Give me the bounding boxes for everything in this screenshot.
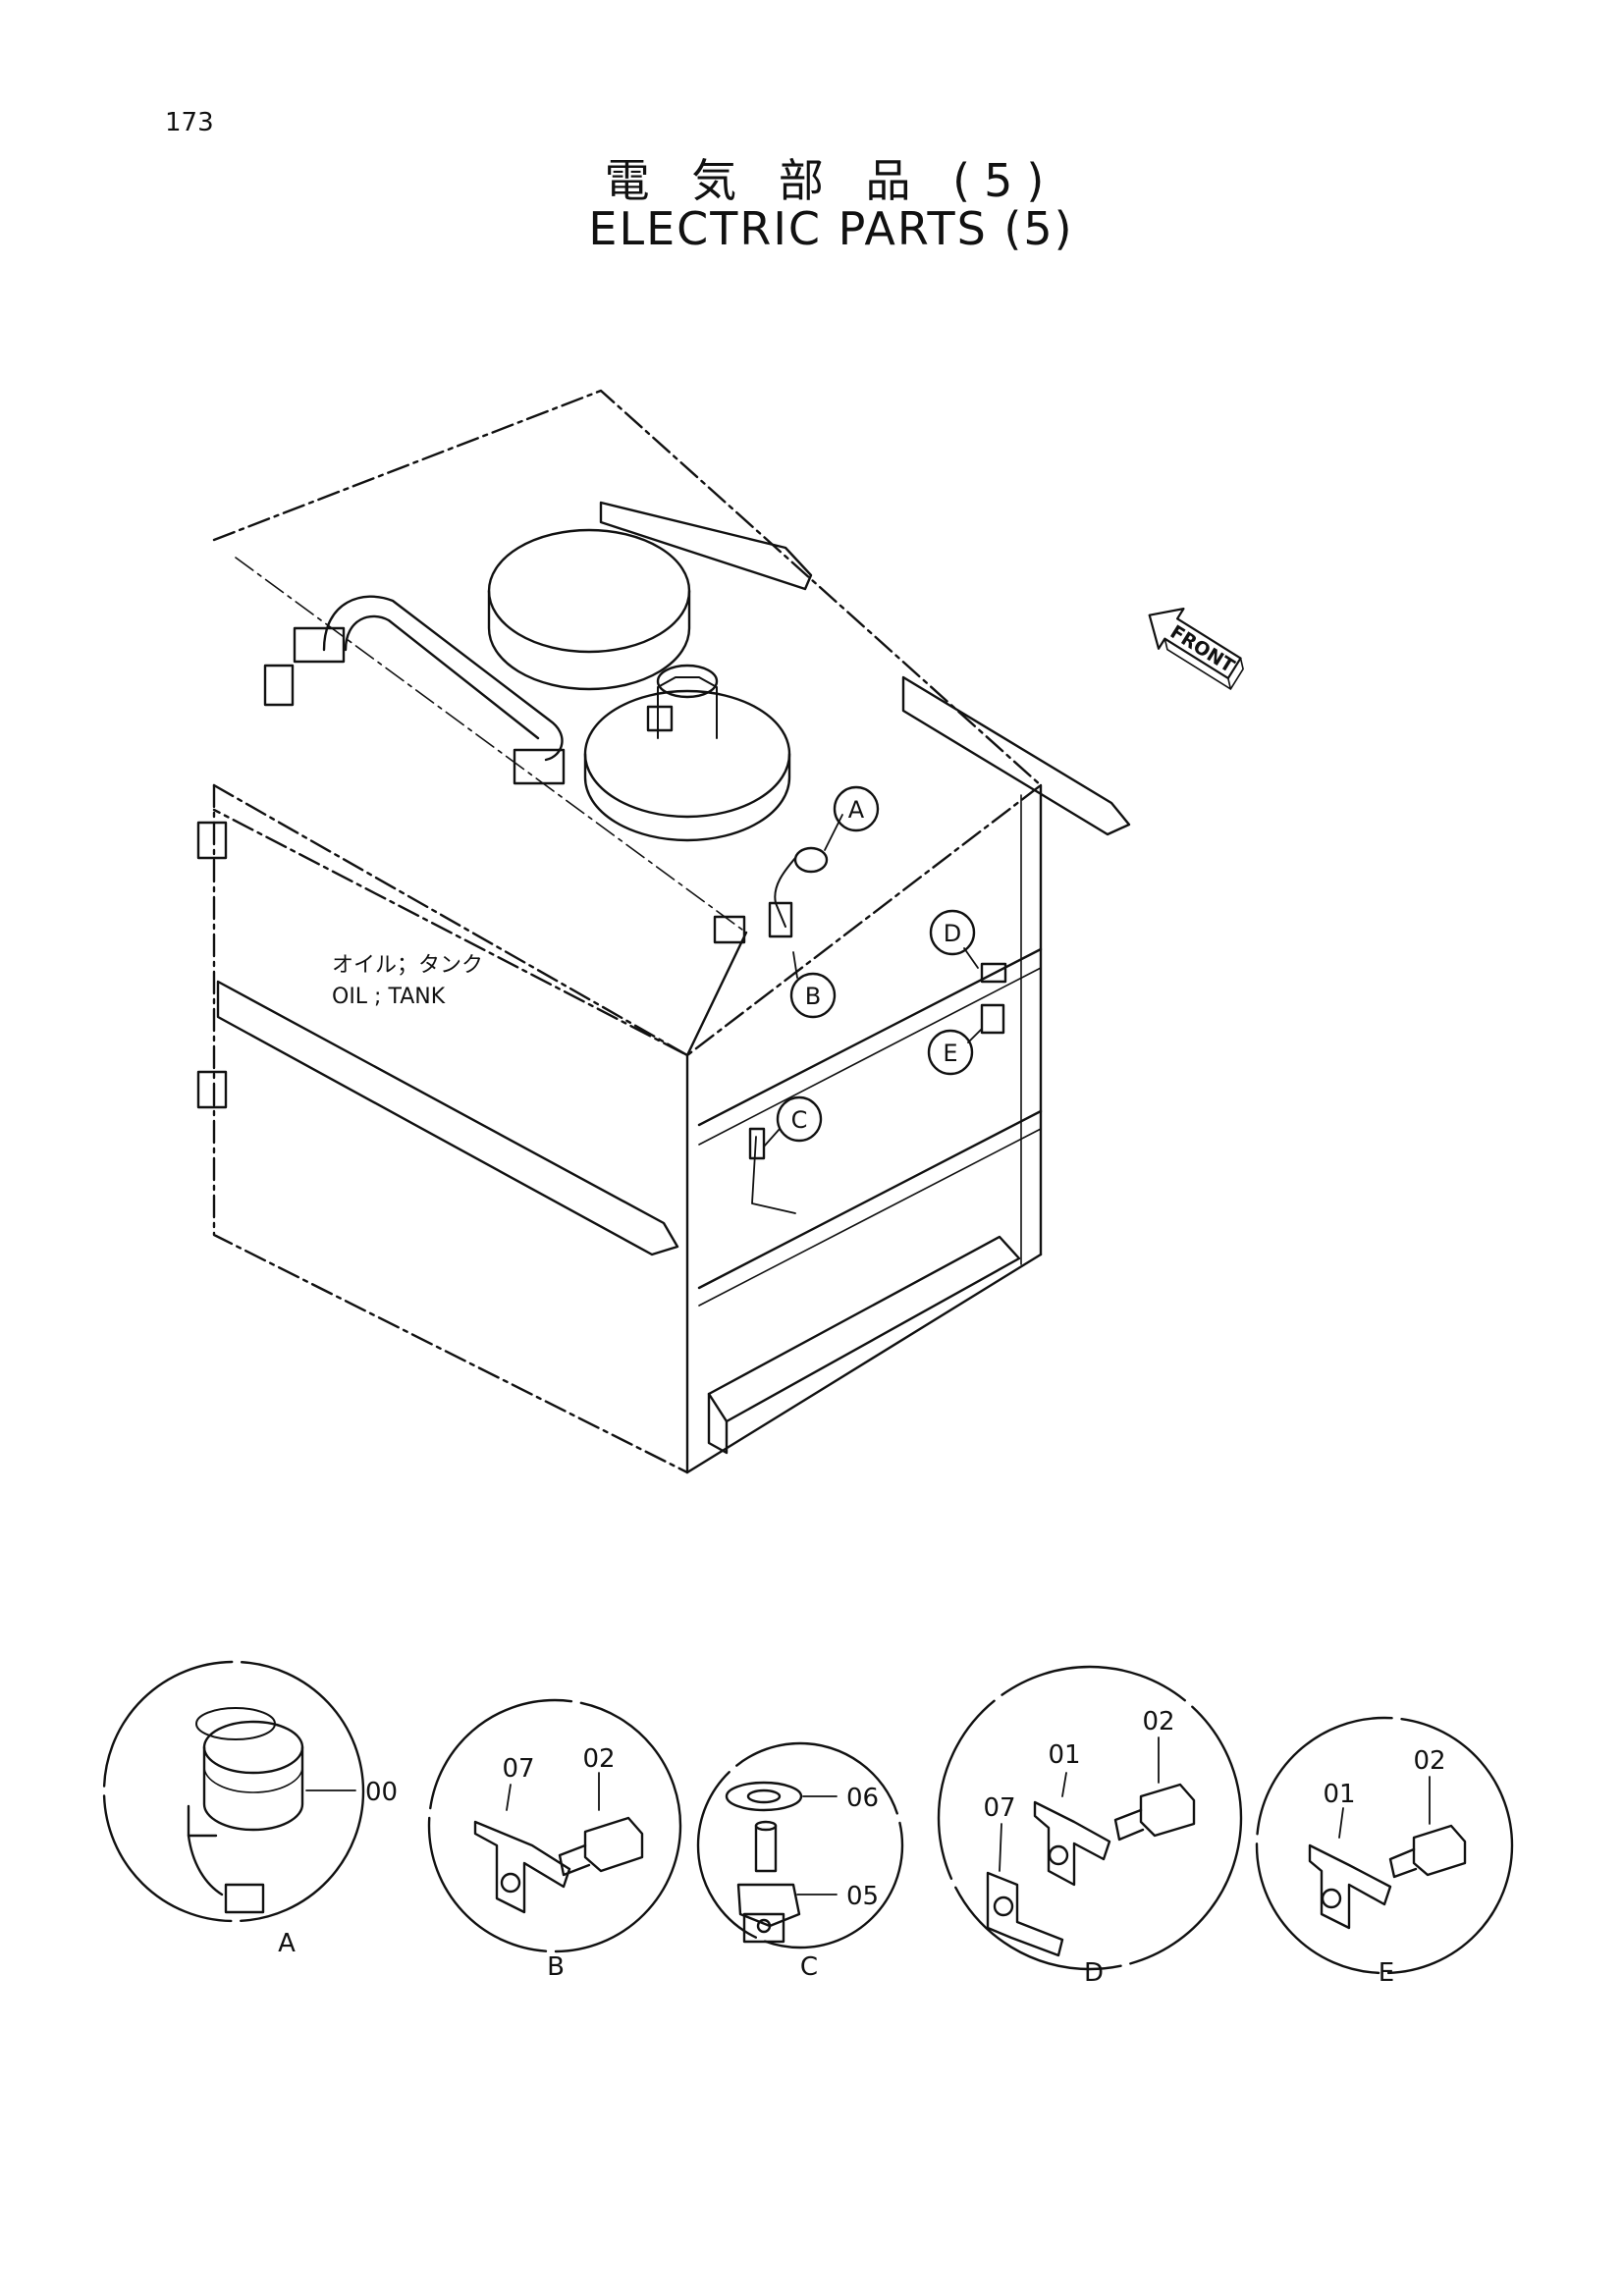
- front-arrow-icon: FRONT: [1148, 608, 1244, 690]
- detail-b: 07 02 B: [427, 1698, 682, 1982]
- detail-label-a: A: [278, 1929, 296, 1958]
- detail-c: 06 05 C: [696, 1741, 904, 1982]
- detail-a: 00 A: [102, 1660, 398, 1958]
- part-label-d-07: 07: [983, 1793, 1015, 1823]
- callout-a: A: [848, 796, 865, 824]
- tank-label-japanese: オイル；タンク: [332, 953, 484, 978]
- part-label-b-02: 02: [582, 1744, 615, 1774]
- part-label-e-01: 01: [1323, 1780, 1355, 1809]
- oil-tank-drawing: [196, 389, 1131, 1474]
- detail-e: 01 02 E: [1255, 1716, 1514, 1988]
- callout-e: E: [943, 1040, 957, 1067]
- detail-d: 01 02 07 D: [937, 1665, 1243, 1988]
- callout-b: B: [805, 983, 821, 1010]
- part-label-d-01: 01: [1048, 1740, 1080, 1770]
- part-label-c-06: 06: [846, 1784, 879, 1813]
- detail-label-d: D: [1084, 1958, 1104, 1988]
- tank-callouts: A B D E C: [763, 785, 983, 1148]
- part-label-a-00: 00: [365, 1778, 398, 1807]
- part-label-d-02: 02: [1142, 1707, 1174, 1736]
- part-label-e-02: 02: [1413, 1746, 1445, 1776]
- detail-label-c: C: [800, 1952, 818, 1982]
- callout-c: C: [791, 1106, 808, 1134]
- detail-label-e: E: [1379, 1958, 1394, 1988]
- part-label-c-05: 05: [846, 1882, 879, 1911]
- detail-label-b: B: [547, 1952, 565, 1982]
- tank-label-english: OIL ; TANK: [332, 985, 446, 1009]
- tank-label: オイル；タンク OIL ; TANK: [332, 950, 483, 1013]
- page-title-japanese: 電 気 部 品 (5): [604, 154, 1058, 207]
- page-number: 173: [165, 108, 214, 137]
- page-title-english: ELECTRIC PARTS (5): [588, 202, 1074, 255]
- callout-d: D: [944, 920, 961, 947]
- part-label-b-07: 07: [502, 1754, 534, 1784]
